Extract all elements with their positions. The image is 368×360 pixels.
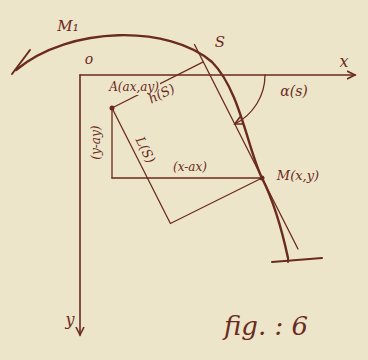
axis-label: x [339,53,348,71]
y-axis [79,75,81,335]
axis-label: y [65,311,74,329]
angle-label: α(s) [280,84,308,99]
point-label: M(x,y) [277,169,319,183]
l-segment [112,108,262,224]
point-m [260,176,265,181]
origin-label: o [85,52,93,67]
arc-length-label: S [215,34,225,51]
point-label: M₁ [57,18,78,35]
y-projection [111,108,112,178]
distance-label: L(S) [132,134,157,165]
tangent-line [195,45,299,250]
figure-caption: fig. : 6 [224,312,308,341]
x-axis [80,74,355,76]
dimension-label: (x-ax) [173,161,207,174]
angle-arc [235,75,265,124]
curve [16,35,288,258]
dimension-label: (y-ay) [90,126,103,160]
point-a [110,106,115,111]
x-projection [112,177,262,178]
clamp-bar [272,258,322,262]
